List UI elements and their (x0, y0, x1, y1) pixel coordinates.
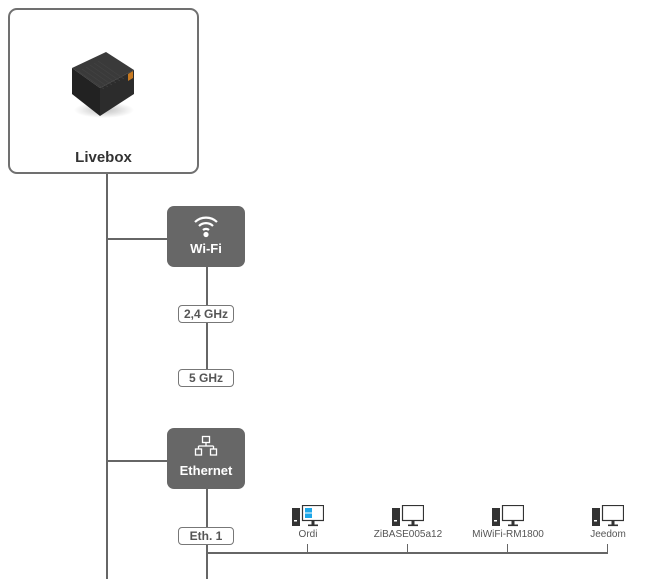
ethernet-node[interactable]: Ethernet (167, 428, 245, 489)
device-drop-line (407, 544, 408, 553)
ethernet-label: Ethernet (179, 463, 233, 478)
ethernet-branch-line (106, 460, 167, 462)
wifi-icon (194, 216, 218, 238)
device-zibase[interactable]: ZiBASE005a12 (358, 505, 458, 540)
device-jeedom[interactable]: Jeedom (558, 505, 658, 540)
wifi-branch-line (106, 238, 167, 240)
wifi-label: Wi-Fi (190, 241, 222, 256)
livebox-node[interactable]: Livebox (8, 8, 199, 174)
band-5ghz[interactable]: 5 GHz (178, 369, 234, 387)
band-2-4ghz[interactable]: 2,4 GHz (178, 305, 234, 323)
device-miwifi[interactable]: MiWiFi-RM1800 (458, 505, 558, 540)
device-ordi[interactable]: Ordi (258, 505, 358, 540)
device-label: Ordi (298, 529, 318, 540)
trunk-line (106, 174, 108, 579)
device-label: ZiBASE005a12 (373, 529, 443, 540)
port-eth1[interactable]: Eth. 1 (178, 527, 234, 545)
computer-icon (492, 505, 524, 527)
router-box-image (72, 52, 134, 118)
windows-computer-icon (292, 505, 324, 527)
computer-icon (392, 505, 424, 527)
computer-icon (592, 505, 624, 527)
device-drop-line (307, 544, 308, 553)
device-bus-line (206, 552, 608, 554)
network-icon (194, 435, 218, 456)
wifi-node[interactable]: Wi-Fi (167, 206, 245, 267)
device-drop-line (507, 544, 508, 553)
device-label: MiWiFi-RM1800 (472, 529, 544, 540)
livebox-label: Livebox (75, 149, 132, 166)
device-label: Jeedom (590, 529, 626, 540)
device-drop-line (607, 544, 608, 553)
